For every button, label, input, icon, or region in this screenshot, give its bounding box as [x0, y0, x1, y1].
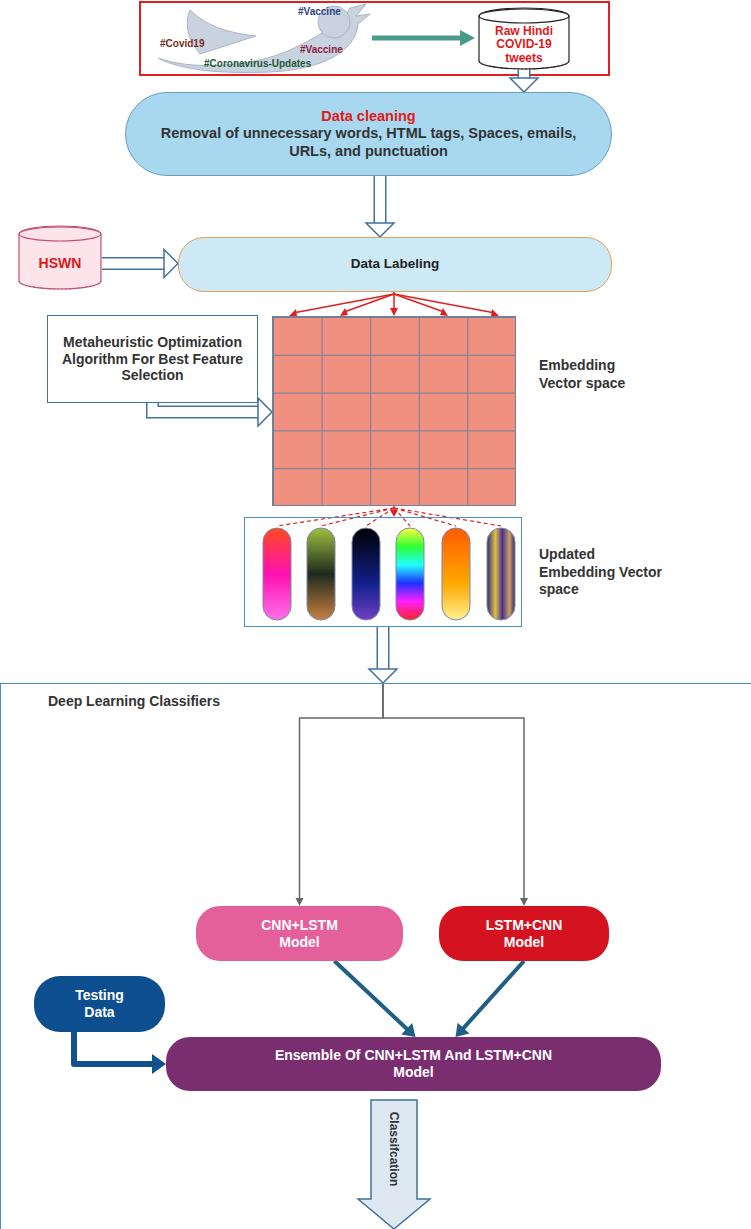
hashtag-label: #Vaccine — [298, 6, 341, 17]
node-label: Metaheuristic Optimization Algorithm For… — [54, 334, 251, 384]
node-label: LSTM+CNN Model — [469, 917, 579, 951]
node-label: Deep Learning Classifiers — [48, 693, 220, 710]
process-box: Data cleaningRemoval of unnecessary word… — [125, 92, 612, 176]
flow-connector — [296, 684, 384, 906]
flow-connector — [369, 627, 397, 683]
optimizer-box: Metaheuristic Optimization Algorithm For… — [47, 315, 258, 403]
twitter-bird — [158, 4, 370, 72]
node-label: Testing Data — [60, 987, 140, 1021]
node-label: HSWN — [39, 244, 82, 271]
classifier-panel: CNN+LSTM Model LSTM+CNN ModelTesting Data… — [0, 683, 751, 1229]
node-label: Ensemble Of CNN+LSTM And LSTM+CNN Model — [259, 1047, 569, 1081]
flow-connector — [383, 684, 528, 906]
hashtag-label: #Covid19 — [160, 38, 204, 49]
data-box: Testing Data — [34, 976, 165, 1032]
database-cylinder: Raw Hindi COVID-19 tweets — [478, 8, 570, 70]
flow-connector — [510, 70, 538, 92]
hashtag-label: #Vaccine — [300, 44, 343, 55]
model-box: LSTM+CNN Model — [439, 906, 609, 961]
embedding-box: Updated Embedding Vector space — [244, 517, 522, 627]
embedding-capsules — [263, 528, 515, 620]
flow-connector — [74, 1032, 166, 1074]
flow-connector — [366, 176, 394, 237]
embedding-grid: Embedding Vector space — [272, 316, 516, 506]
node-label: Raw Hindi COVID-19 tweets — [478, 13, 570, 65]
process-box: Data Labeling — [178, 237, 612, 292]
flow-connector — [390, 292, 398, 316]
node-label: Classifcation — [387, 1112, 401, 1187]
flow-connector — [335, 961, 416, 1037]
node-heading: Data cleaning — [321, 108, 415, 125]
lexicon-cylinder: HSWN — [18, 226, 102, 290]
node-label: Updated Embedding Vector space — [539, 546, 669, 599]
source-frame — [140, 2, 609, 75]
flow-connector — [102, 250, 178, 278]
node-label: CNN+LSTM Model — [245, 917, 355, 951]
node-label: Data Labeling — [351, 256, 440, 272]
node-label: Removal of unnecessary words, HTML tags,… — [150, 125, 587, 160]
hashtag-label: #Coronavirus-Updates — [204, 58, 311, 69]
node-label: Embedding Vector space — [539, 357, 639, 392]
output-arrow: Classifcation — [357, 1099, 431, 1229]
ensemble-box: Ensemble Of CNN+LSTM And LSTM+CNN Model — [166, 1037, 661, 1091]
flow-arrow — [372, 30, 475, 46]
flow-connector — [390, 506, 398, 517]
model-box: CNN+LSTM Model — [196, 906, 403, 961]
flow-connector — [456, 961, 525, 1037]
